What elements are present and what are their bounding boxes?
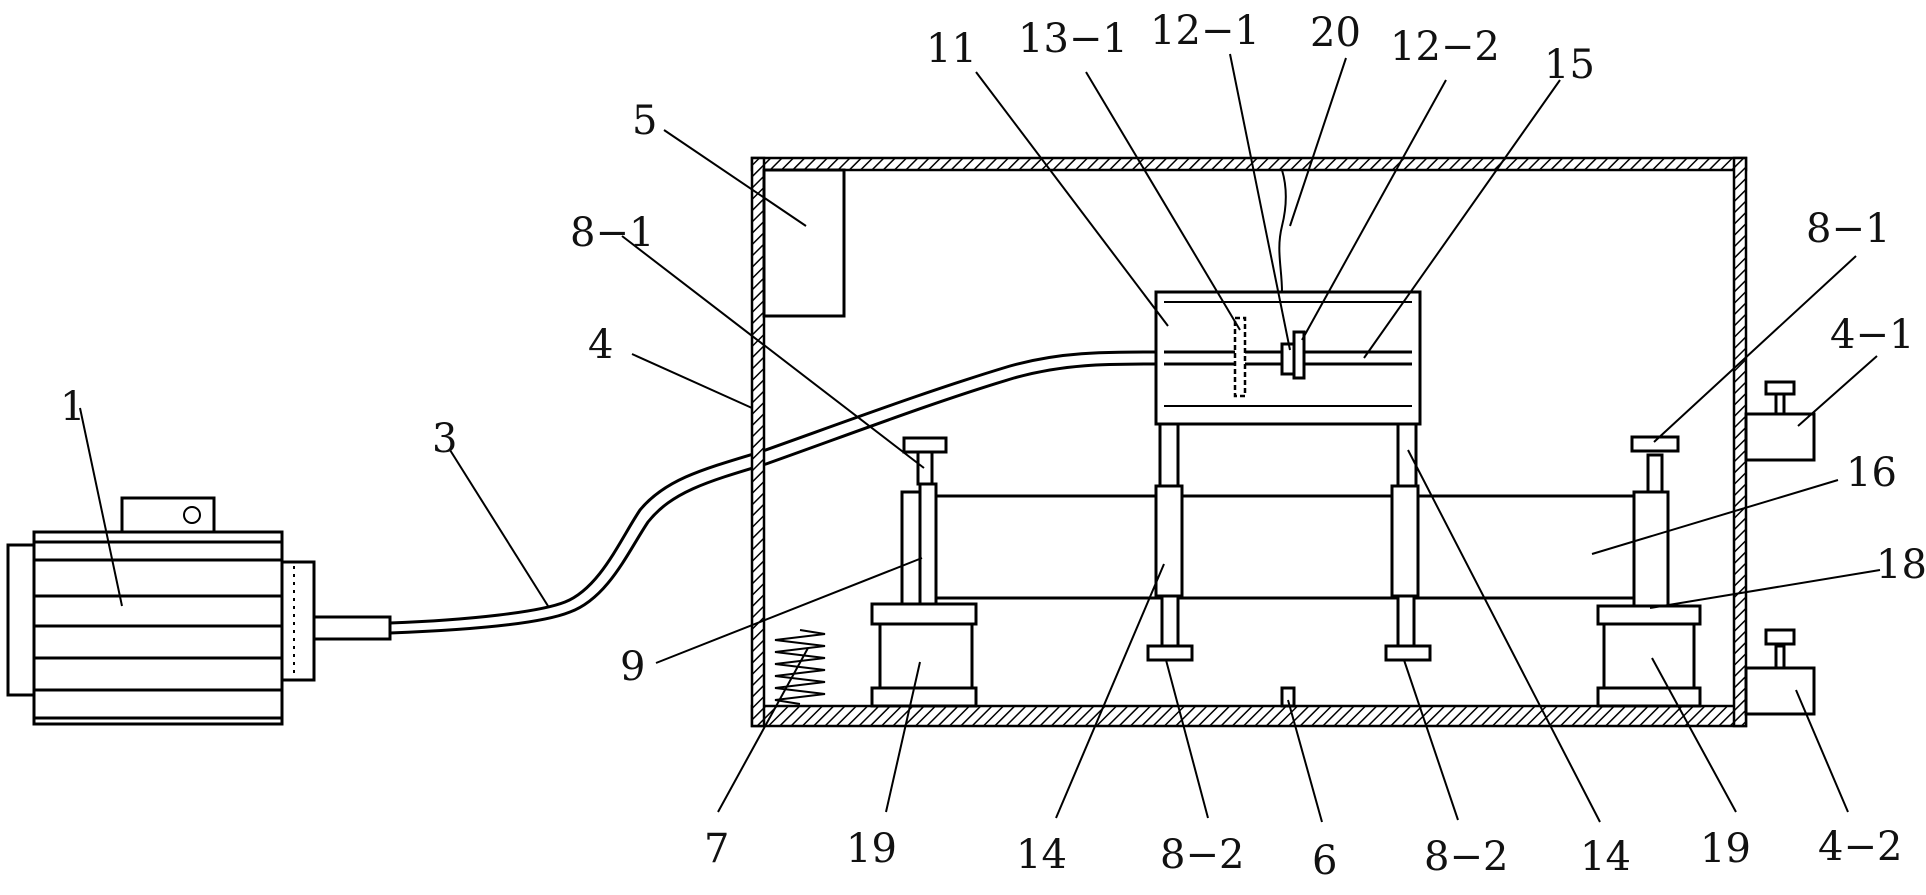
label-13-1: 13−1 [1018,16,1128,62]
motor [8,498,390,724]
label-3: 3 [432,416,457,462]
label-11: 11 [926,26,977,72]
label-18: 18 [1876,542,1926,588]
workpiece-16 [912,496,1634,598]
label-5: 5 [632,98,657,144]
label-19-right: 19 [1700,826,1751,872]
label-19-left: 19 [846,826,897,872]
label-12-2: 12−2 [1390,24,1500,70]
clamp-4-2 [1746,630,1814,714]
label-8-1-left: 8−1 [570,210,654,256]
label-4: 4 [588,322,613,368]
label-12-1: 12−1 [1150,8,1260,54]
upper-box-11 [1156,170,1420,424]
label-4-1: 4−1 [1830,312,1914,358]
label-20: 20 [1310,10,1361,56]
label-8-1-right: 8−1 [1806,206,1890,252]
label-14-left: 14 [1016,832,1067,878]
label-16: 16 [1846,450,1897,496]
label-4-2: 4−2 [1818,824,1902,870]
label-6: 6 [1312,838,1337,884]
label-8-2-left: 8−2 [1160,832,1244,878]
label-14-right: 14 [1580,834,1631,880]
label-8-2-right: 8−2 [1424,834,1508,880]
component-5-box [764,170,844,316]
label-9: 9 [620,644,645,690]
label-15: 15 [1544,42,1595,88]
label-1: 1 [60,384,85,430]
label-7: 7 [704,826,729,872]
